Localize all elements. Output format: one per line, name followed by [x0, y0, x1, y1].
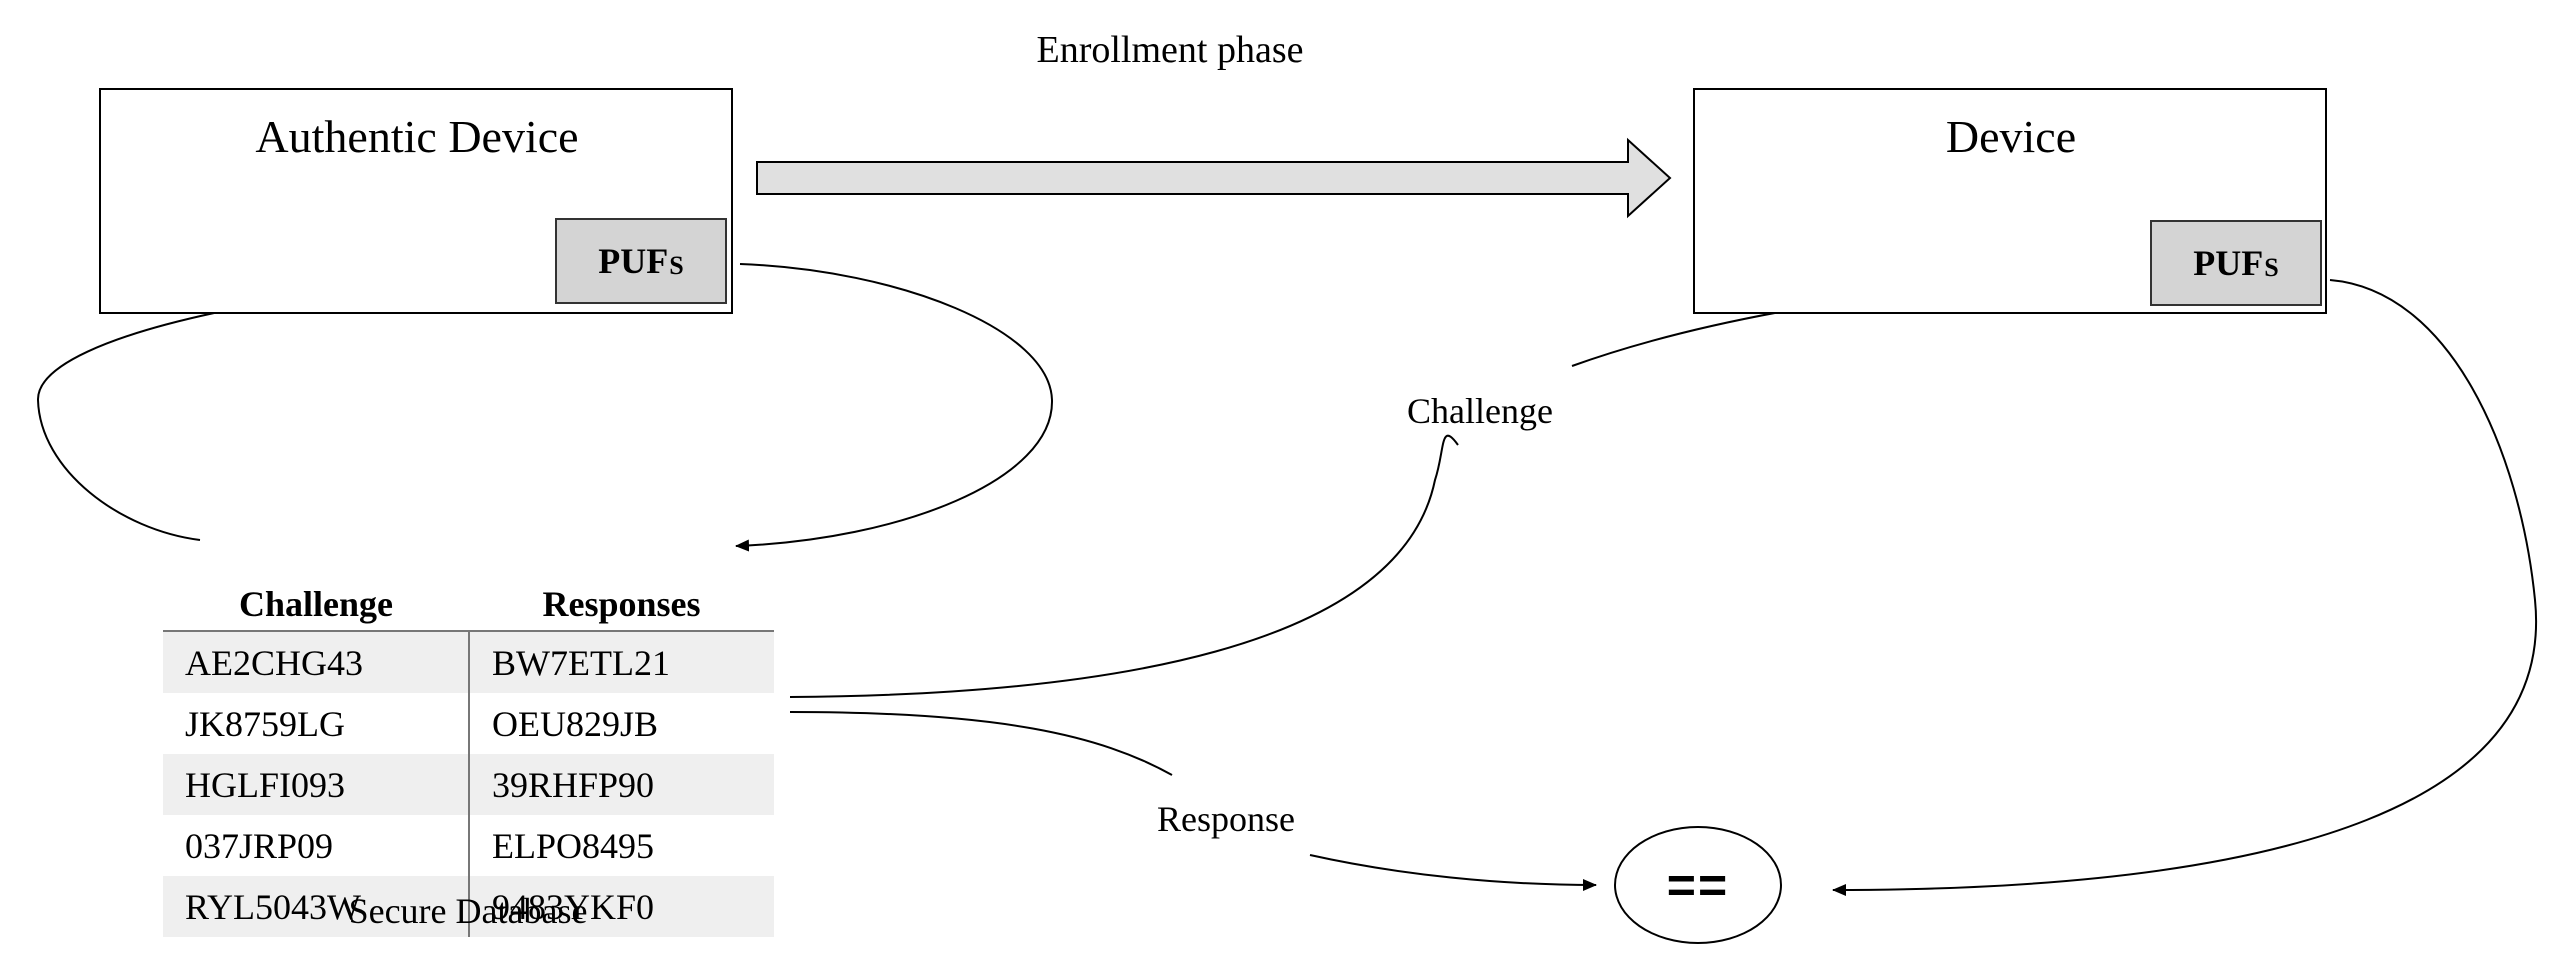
enrollment-phase-title: Enrollment phase: [1036, 29, 1304, 71]
response-cell: ELPO8495: [468, 815, 774, 876]
response-cell: BW7ETL21: [468, 631, 774, 693]
enrollment-arrow: [756, 137, 1672, 219]
puf-label: PUF: [598, 241, 669, 281]
comparator-circle: ==: [1614, 826, 1782, 944]
line-db-response-to-label: [789, 711, 1173, 776]
challenge-column-header: Challenge: [163, 578, 469, 632]
table-row: AE2CHG43 BW7ETL21: [163, 631, 774, 693]
challenge-cell: 037JRP09: [185, 825, 334, 866]
challenge-cell: JK8759LG: [185, 703, 345, 744]
arrow-db-challenge-to-authentic-puf: [36, 270, 539, 541]
challenge-cell: RYL5043W: [163, 876, 469, 937]
authentic-device-label: Authentic Device: [255, 111, 579, 162]
table-header-row: Challenge Responses: [163, 578, 774, 632]
response-cell: 9483YKF0: [468, 876, 774, 937]
responses-column-header: Responses: [469, 578, 774, 632]
table-row: JK8759LG OEU829JB: [163, 693, 774, 754]
secure-database-table: Challenge Responses AE2CHG43 BW7ETL21 JK…: [163, 578, 774, 937]
challenge-cell: HGLFI093: [163, 754, 469, 815]
puf-subscript: S: [669, 251, 684, 280]
arrow-device-puf-to-comparator: [1832, 279, 2538, 896]
table-row: HGLFI093 39RHFP90: [163, 754, 774, 815]
device-label: Device: [1945, 111, 2077, 162]
puf-label: PUF: [2193, 243, 2264, 283]
response-flow-label: Response: [1157, 799, 1295, 839]
secure-database-caption: Secure Database: [348, 891, 588, 931]
challenge-flow-label: Challenge: [1407, 391, 1553, 431]
response-cell: 39RHFP90: [468, 754, 774, 815]
table-row: RYL5043W 9483YKF0: [163, 876, 774, 937]
device-box: Device: [1693, 88, 2327, 314]
comparator-symbol: ==: [1666, 857, 1730, 913]
table-row: 037JRP09 ELPO8495: [163, 815, 774, 876]
response-cell: OEU829JB: [468, 693, 774, 754]
arrow-db-challenge-to-device-puf: [789, 434, 1459, 698]
puf-subscript: S: [2264, 253, 2279, 282]
arrow-response-to-comparator: [1309, 854, 1597, 891]
arrow-authentic-puf-to-db-responses: [735, 263, 1054, 552]
challenge-cell: AE2CHG43: [163, 631, 469, 693]
